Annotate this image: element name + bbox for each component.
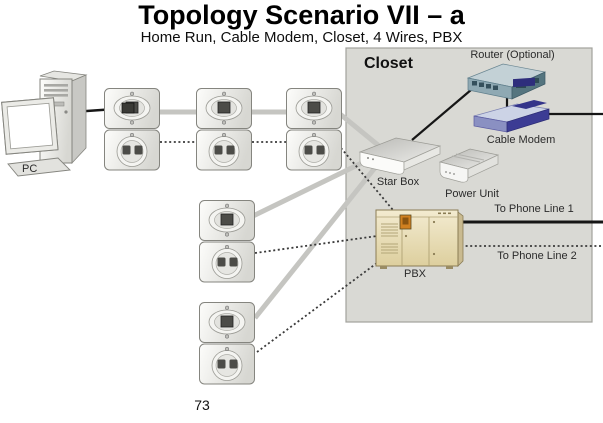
- router-label: Router (Optional): [470, 49, 555, 61]
- power-unit-label: Power Unit: [445, 188, 499, 200]
- home-run-wires: [160, 109, 386, 320]
- slide-subtitle: Home Run, Cable Modem, Closet, 4 Wires, …: [140, 29, 463, 46]
- closet-label: Closet: [364, 55, 413, 72]
- pc-illustration: [1, 70, 88, 177]
- wire-router-starbox: [411, 83, 479, 141]
- power-unit-illustration: [438, 148, 500, 183]
- phone-wires: [160, 141, 603, 353]
- wall-outlet-4: [199, 200, 255, 283]
- wire-outlet3-starbox: [338, 112, 386, 152]
- cable-modem-illustration: [473, 77, 550, 133]
- star-box-label: Star Box: [376, 176, 420, 188]
- page-number: 73: [194, 397, 210, 413]
- star-box-illustration: [358, 137, 442, 175]
- wall-outlet-5: [199, 302, 255, 385]
- pbx-label: PBX: [403, 268, 426, 280]
- wall-outlet-3: [286, 88, 342, 171]
- phone-plug: [121, 102, 135, 114]
- wall-outlet-2: [196, 88, 252, 171]
- wall-outlet-1: [104, 88, 160, 171]
- phone-wire-outlet4-pbx: [254, 235, 378, 254]
- phone-line-1-label: To Phone Line 1: [494, 203, 574, 215]
- cable-modem-label: Cable Modem: [486, 134, 556, 146]
- wire-outlet5-starbox: [253, 162, 380, 320]
- pbx-illustration: [375, 209, 464, 269]
- closet-region: [345, 47, 593, 323]
- pc-label: PC: [22, 163, 38, 175]
- slide-title: Topology Scenario VII – a: [138, 0, 465, 30]
- phone-line-2-label: To Phone Line 2: [497, 250, 577, 262]
- wire-outlet4-starbox: [251, 155, 374, 219]
